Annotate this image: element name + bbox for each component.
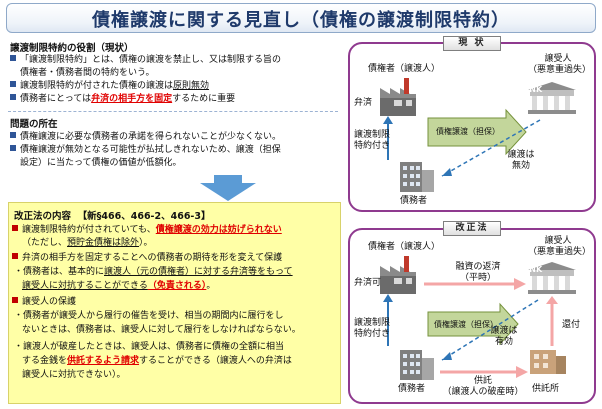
- bullet-square-icon: [10, 94, 16, 100]
- reform-line-11: 譲受人に対抗できない）。: [22, 370, 126, 380]
- current-role-heading: 譲渡制限特約の役割（現状）: [10, 43, 134, 54]
- bullet-square-icon: [10, 145, 16, 151]
- down-arrow-icon: [200, 183, 256, 201]
- reform-assignment-label: 債権譲渡（担保）: [434, 320, 498, 329]
- problems-line-1: 債権譲渡に必要な債務者の承諾を得られないことが少なくない。: [10, 131, 281, 143]
- reform-line-10: する金銭を供託するよう請求することができる（譲渡人への弁済は: [22, 356, 292, 366]
- return-arrow: [546, 296, 558, 346]
- reform-line-6: 譲受人の保護: [12, 296, 76, 308]
- bank-icon: [528, 82, 576, 114]
- current-assignee-label: 譲受人（悪意重過失）: [528, 54, 592, 75]
- reform-repayment-label: 融資の返済（平時）: [455, 262, 501, 283]
- reform-deposit-office-label: 供託所: [532, 384, 560, 394]
- current-role-line-4: 債務者にとっては弁済の相手方を固定するために重要: [10, 93, 235, 105]
- valid-claim-arrow: [441, 299, 539, 361]
- bullet-square-icon: [10, 55, 16, 61]
- problems-line-2: 債権譲渡が無効となる可能性が払拭しきれないため、譲渡（担保: [10, 144, 281, 156]
- problems-heading: 問題の所在: [10, 119, 58, 130]
- current-role-line-1: 「譲渡制限特約」とは、債権の譲渡を禁止し、又は制限する旨の: [10, 54, 281, 66]
- payment-allowed-arrow: [383, 294, 393, 346]
- reform-restricted-label: 譲渡制限特約付き: [354, 318, 391, 339]
- factory-icon: [380, 78, 416, 116]
- down-arrow-stem: [214, 175, 242, 184]
- building-icon: [400, 350, 434, 380]
- reform-deposit-label: 供託（譲渡人の破産時）: [442, 376, 524, 397]
- current-diagram-tag: 現 状: [443, 36, 501, 51]
- current-role-line-2: 債権者・債務者間の特約をいう。: [20, 68, 155, 78]
- assignment-arrow: [427, 302, 519, 346]
- reform-line-4: ・債務者は、基本的に譲渡人（元の債権者）に対する弁済等をもって: [14, 267, 293, 277]
- reform-valid-label: 譲渡は有効: [490, 326, 518, 347]
- reform-debtor-label: 債務者: [398, 384, 426, 394]
- loan-repayment-arrow: [424, 278, 526, 290]
- bank-sign: BANK: [517, 265, 543, 274]
- bullet-square-icon: [12, 297, 18, 303]
- section-divider: [8, 111, 338, 112]
- bullet-square-icon: [12, 253, 18, 259]
- reform-box: [8, 202, 341, 404]
- reform-return-label: 還付: [562, 320, 581, 330]
- reform-diagram-tag: 改正法: [443, 221, 501, 236]
- bullet-square-icon: [12, 225, 18, 231]
- current-role-line-3: 譲渡制限特約が付された債権の譲渡は原則無効: [10, 80, 209, 92]
- reform-line-2: （ただし、預貯金債権は除外）。: [22, 238, 153, 248]
- current-creditor-label: 債権者（譲渡人）: [368, 64, 441, 74]
- problems-line-3: 設定）に当たって債権の価値が低額化。: [20, 158, 182, 168]
- bank-icon: [528, 262, 576, 294]
- building-icon: [400, 162, 434, 192]
- assignment-arrow: [427, 108, 527, 156]
- bullet-square-icon: [10, 81, 16, 87]
- bank-sign: BANK: [517, 85, 543, 94]
- current-diagram-panel: [348, 42, 596, 212]
- current-invalid-label: 譲渡は無効: [507, 150, 535, 171]
- title-bar: 債権譲渡に関する見直し（債権の譲渡制限特約）: [6, 3, 596, 33]
- reform-heading: 改正法の内容 【新§466、466-2、466-3】: [14, 211, 211, 222]
- reform-line-7: ・債務者が譲受人から履行の催告を受け、相当の期間内に履行をし: [14, 311, 284, 321]
- current-restricted-label: 譲渡制限特約付き: [354, 130, 391, 151]
- page-title: 債権譲渡に関する見直し（債権の譲渡制限特約）: [92, 10, 510, 31]
- current-debtor-label: 債務者: [400, 196, 428, 206]
- reform-line-1: 譲渡制限特約が付されていても、債権譲渡の効力は妨げられない: [12, 224, 282, 236]
- reform-line-8: ないときは、債務者は、譲受人に対して履行をしなければならない。: [22, 325, 301, 335]
- bullet-square-icon: [10, 132, 16, 138]
- payment-arrow: [383, 116, 393, 160]
- deposit-arrow: [440, 366, 528, 378]
- reform-assignee-label: 譲受人（悪意重過失）: [528, 236, 592, 257]
- deposit-office-icon: [530, 350, 566, 374]
- reform-creditor-label: 債権者（譲渡人）: [368, 242, 441, 252]
- reform-line-5: 譲受人に対抗することができる（免責される）。: [22, 281, 216, 291]
- current-assignment-label: 債権譲渡（担保）: [436, 127, 500, 136]
- reform-line-3: 弁済の相手方を固定することへの債務者の期待を形を変えて保護: [12, 252, 282, 264]
- reform-payment-label: 弁済可: [354, 278, 382, 288]
- factory-icon: [380, 256, 416, 294]
- current-payment-label: 弁済: [354, 98, 373, 108]
- invalid-claim-arrow: [441, 119, 541, 177]
- reform-line-9: ・譲渡人が破産したときは、譲受人は、債務者に債権の全額に相当: [14, 342, 285, 352]
